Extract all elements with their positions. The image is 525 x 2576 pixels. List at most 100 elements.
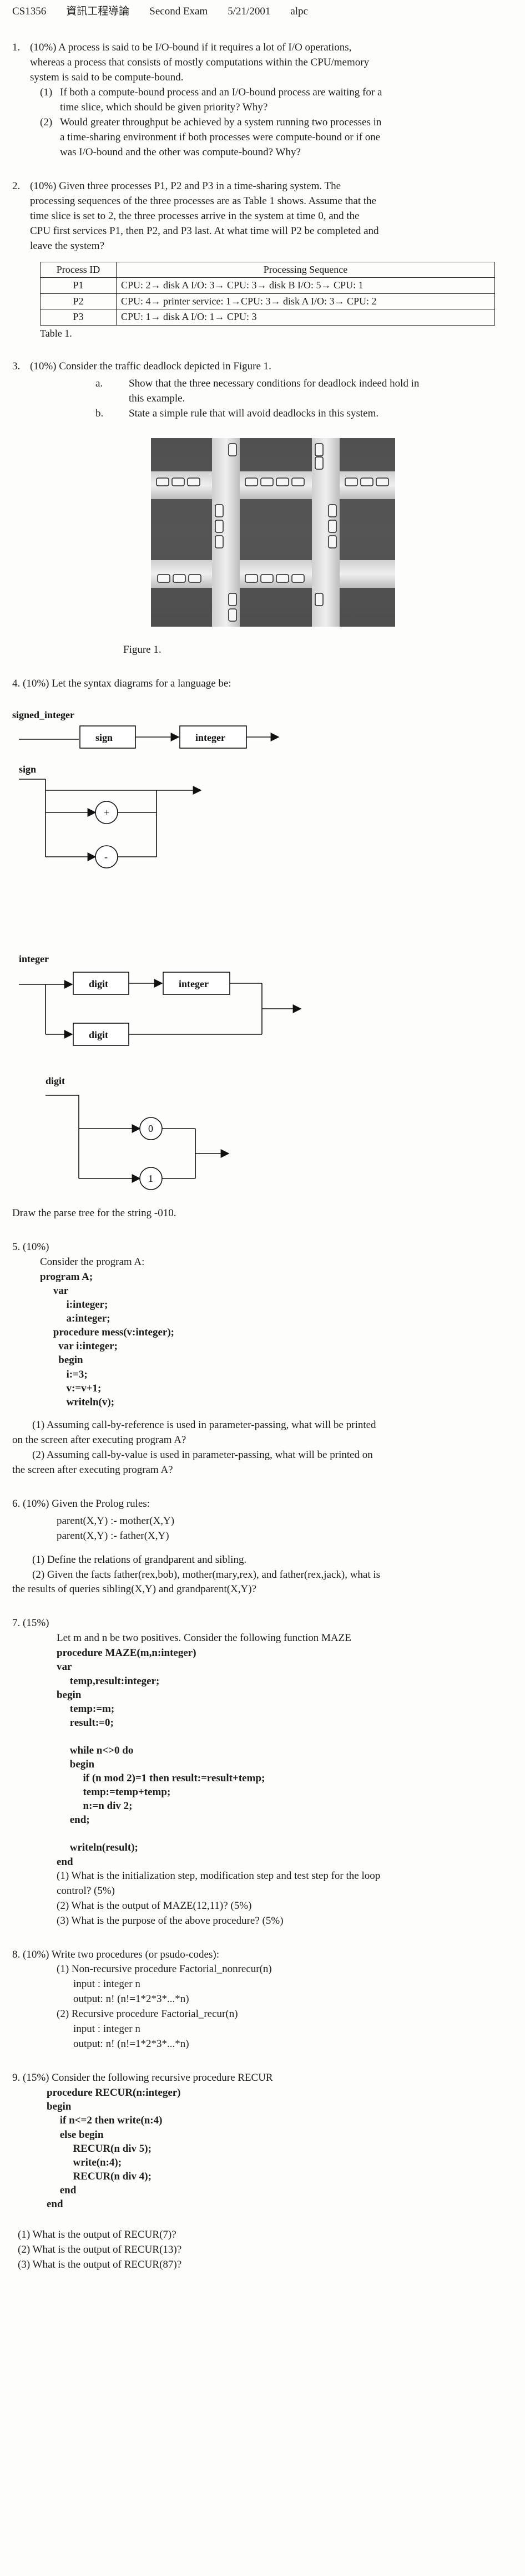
code-line: writeln(result); — [57, 1842, 138, 1854]
code-line: a:integer; — [40, 1313, 110, 1325]
table-row: P3 CPU: 1→ disk A I/O: 1→ CPU: 3 — [40, 309, 495, 326]
symbol-one: 1 — [148, 1173, 153, 1184]
label-digit: digit — [46, 1075, 65, 1086]
code-line: procedure RECUR(n:integer) — [47, 2087, 181, 2099]
table-row: P1 CPU: 2→ disk A I/O: 3→ CPU: 3→ disk B… — [40, 277, 495, 294]
question-6: 6. (10%) Given the Prolog rules: parent(… — [12, 1497, 503, 1598]
sub-question: b. State a simple rule that will avoid d… — [95, 408, 379, 420]
box-integer: integer — [195, 732, 225, 743]
prolog-rules: parent(X,Y) :- mother(X,Y) parent(X,Y) :… — [12, 1514, 503, 1544]
traffic-deadlock-image — [151, 438, 395, 627]
code-line: program A; — [40, 1271, 93, 1283]
question-number: 1. — [12, 41, 21, 53]
code-line: v:=v+1; — [40, 1382, 102, 1394]
table-header-row: Process ID Processing Sequence — [40, 261, 495, 278]
exam-page: CS1356 資訊工程導論 Second Exam 5/21/2001 alpc… — [12, 4, 503, 2273]
code-line: temp:=m; — [57, 1703, 115, 1715]
code-line: write(n:4); — [47, 2156, 122, 2168]
box-digit-2: digit — [89, 1029, 108, 1040]
label-signed-integer: signed_integer — [12, 709, 74, 720]
code-line: writeln(v); — [40, 1396, 115, 1408]
table-caption: Table 1. — [40, 327, 72, 339]
question-7: 7. (15%) Let m and n be two positives. C… — [12, 1616, 503, 1928]
label-sign: sign — [19, 764, 36, 775]
question-3: 3. (10%) Consider the traffic deadlock d… — [12, 359, 503, 658]
code-line: i:=3; — [40, 1368, 88, 1380]
symbol-zero: 0 — [148, 1123, 153, 1134]
table-cell-id: P3 — [40, 309, 117, 326]
code-line: end — [47, 2184, 77, 2196]
table-cell-id: P1 — [40, 277, 117, 294]
code-line: procedure MAZE(m,n:integer) — [57, 1647, 196, 1659]
code-line: begin — [47, 2101, 72, 2113]
symbol-plus: + — [104, 807, 109, 818]
parse-tree-question: Draw the parse tree for the string -010. — [12, 1207, 176, 1220]
code-line — [57, 1827, 503, 1841]
code-line: RECUR(n div 5); — [47, 2142, 152, 2155]
table-header-process-id: Process ID — [40, 261, 117, 278]
code-line: procedure mess(v:integer); — [40, 1327, 175, 1339]
box-integer-2: integer — [179, 978, 209, 989]
question-9: 9. (15%) Consider the following recursiv… — [12, 2071, 503, 2273]
table-cell-seq: CPU: 4→ printer service: 1→CPU: 3→ disk … — [116, 293, 495, 310]
code-line: var i:integer; — [40, 1340, 118, 1353]
syntax-diagrams: signed_integer sign integer sign + - int… — [12, 702, 503, 1201]
code-line: else begin — [47, 2128, 104, 2141]
prolog-rule: parent(X,Y) :- mother(X,Y) — [57, 1515, 175, 1527]
exam-date: 5/21/2001 — [228, 6, 271, 17]
box-digit: digit — [89, 978, 108, 989]
sub-question: (1) If both a compute-bound process and … — [40, 86, 382, 113]
table-cell-seq: CPU: 1→ disk A I/O: 1→ CPU: 3 — [116, 309, 495, 326]
symbol-minus: - — [104, 851, 108, 862]
question-4: 4. (10%) Let the syntax diagrams for a l… — [12, 677, 503, 1221]
process-table: Process ID Processing Sequence P1 CPU: 2… — [40, 261, 495, 326]
code-line: end — [57, 1856, 73, 1868]
sub-question: a. Show that the three necessary conditi… — [95, 378, 420, 405]
table-cell-id: P2 — [40, 293, 117, 310]
question-8: 8. (10%) Write two procedures (or psudo-… — [12, 1948, 272, 2050]
recur-code: procedure RECUR(n:integer) begin if n<=2… — [12, 2086, 503, 2211]
code-line: begin — [57, 1759, 95, 1771]
table-row: P2 CPU: 4→ printer service: 1→CPU: 3→ di… — [40, 293, 495, 310]
question-text: system is said to be compute-bound. — [30, 71, 184, 83]
code-line: RECUR(n div 4); — [47, 2170, 152, 2182]
traffic-deadlock-figure: Figure 1. — [12, 433, 503, 658]
question-text: whereas a process that consists of mostl… — [30, 56, 370, 68]
question-2: 2. (10%) Given three processes P1, P2 an… — [12, 179, 503, 341]
code-line: temp,result:integer; — [57, 1675, 160, 1687]
label-integer: integer — [19, 953, 49, 964]
code-line: begin — [40, 1354, 83, 1366]
code-line: begin — [57, 1689, 82, 1701]
question-5: 5. (10%) Consider the program A: program… — [12, 1240, 503, 1478]
box-sign: sign — [95, 732, 113, 743]
sub-question: (2) Would greater throughput be achieved… — [40, 116, 382, 158]
course-name: 資訊工程導論 — [66, 6, 130, 17]
question-text: (10%) A process is said to be I/O-bound … — [30, 41, 352, 53]
exam-author: alpc — [290, 6, 308, 17]
course-code: CS1356 — [12, 6, 47, 17]
code-line: if (n mod 2)=1 then result:=result+temp; — [57, 1772, 265, 1785]
exam-header: CS1356 資訊工程導論 Second Exam 5/21/2001 alpc — [12, 4, 503, 19]
code-line: if n<=2 then write(n:4) — [47, 2115, 163, 2127]
maze-code: procedure MAZE(m,n:integer) var temp,res… — [12, 1646, 503, 1868]
code-line: n:=n div 2; — [57, 1800, 133, 1812]
code-line: temp:=temp+temp; — [57, 1786, 171, 1798]
exam-title: Second Exam — [149, 6, 208, 17]
question-number: 3. — [12, 360, 21, 373]
code-line: var — [57, 1661, 72, 1673]
code-line — [57, 1730, 503, 1744]
program-a-code: program A; var i:integer; a:integer; pro… — [12, 1270, 503, 1409]
code-line: while n<>0 do — [57, 1744, 134, 1756]
table-cell-seq: CPU: 2→ disk A I/O: 3→ CPU: 3→ disk B I/… — [116, 277, 495, 294]
syntax-diagram-svg: signed_integer sign integer sign + - int… — [12, 709, 302, 1190]
code-line: var — [40, 1285, 69, 1297]
code-line: end; — [57, 1814, 90, 1826]
table-header-sequence: Processing Sequence — [116, 261, 495, 278]
code-line: end — [47, 2198, 63, 2210]
figure-caption: Figure 1. — [123, 644, 161, 656]
prolog-rule: parent(X,Y) :- father(X,Y) — [57, 1530, 169, 1542]
question-1: 1. (10%) A process is said to be I/O-bou… — [12, 40, 503, 160]
code-line: i:integer; — [40, 1299, 108, 1311]
question-number: 2. — [12, 180, 21, 192]
code-line: result:=0; — [57, 1716, 114, 1729]
